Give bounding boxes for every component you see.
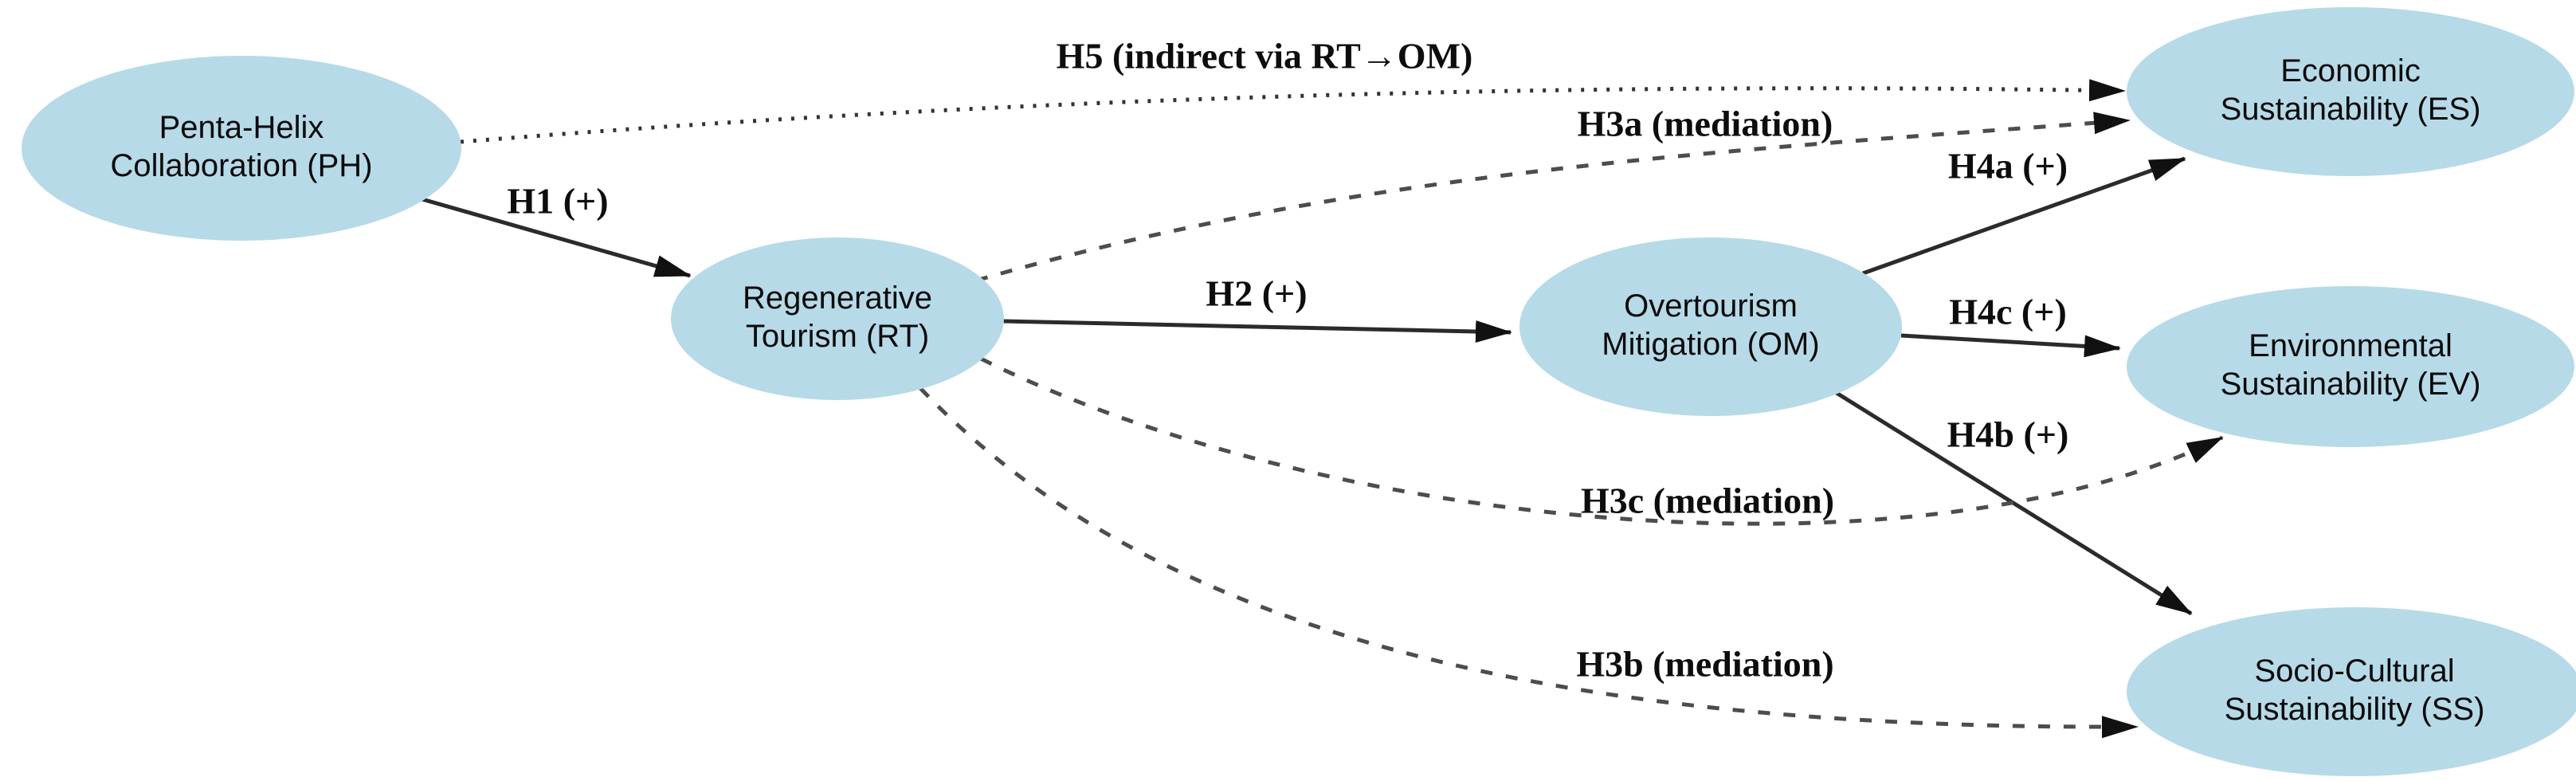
node-RT-ellipse	[671, 237, 1004, 400]
edge-H4a-solid-arrow	[1862, 156, 2186, 276]
edge-H4a-label: H4a (+)	[1948, 146, 2068, 186]
node-PH-label-line-1: Penta-Helix	[159, 110, 324, 145]
edge-H3b-dashed-arrow	[919, 387, 2139, 739]
node-ES-label-line-1: Economic	[2280, 53, 2421, 88]
edge-H3a-label: H3a (mediation)	[1578, 104, 1833, 144]
node-OM-label-line-1: Overtourism	[1624, 288, 1798, 324]
node-RT-label-line-1: Regenerative	[743, 281, 932, 316]
node-EV-ellipse	[2127, 286, 2574, 447]
edge-H3c-dashed-arrow	[979, 356, 2224, 526]
node-PH-ellipse	[22, 56, 461, 241]
node-EV-label-line-1: Environmental	[2249, 328, 2452, 363]
edge-H5-dotted-arrow	[460, 79, 2126, 144]
edge-H1-solid-arrow	[421, 197, 692, 278]
node-ES-label-line-2: Sustainability (ES)	[2221, 92, 2481, 127]
node-OM-ellipse	[1519, 237, 1902, 416]
node-ES-ellipse	[2127, 7, 2574, 176]
node-SS-ellipse	[2127, 607, 2576, 776]
edge-H4c-solid-arrow	[1900, 333, 2121, 358]
edge-H4c-label: H4c (+)	[1949, 292, 2067, 332]
edge-H2-label: H2 (+)	[1206, 273, 1307, 314]
edge-H3a-dashed-arrow	[975, 112, 2131, 283]
node-RT-label-line-2: Tourism (RT)	[746, 319, 929, 354]
edge-H3c-label: H3c (mediation)	[1581, 481, 1834, 521]
node-OM-label-line-2: Mitigation (OM)	[1602, 327, 1819, 362]
edge-H3b-label: H3b (mediation)	[1576, 644, 1833, 685]
edge-H4b-label: H4b (+)	[1947, 414, 2069, 455]
edge-H5-label: H5 (indirect via RT→OM)	[1057, 36, 1473, 77]
edge-H1-label: H1 (+)	[507, 181, 608, 222]
node-PH-label-line-2: Collaboration (PH)	[110, 148, 372, 183]
node-SS-label-line-1: Socio-Cultural	[2254, 653, 2454, 689]
node-SS-label-line-2: Sustainability (SS)	[2225, 692, 2485, 727]
node-EV-label-line-2: Sustainability (EV)	[2221, 367, 2481, 402]
edge-H2-solid-arrow	[1002, 319, 1512, 343]
